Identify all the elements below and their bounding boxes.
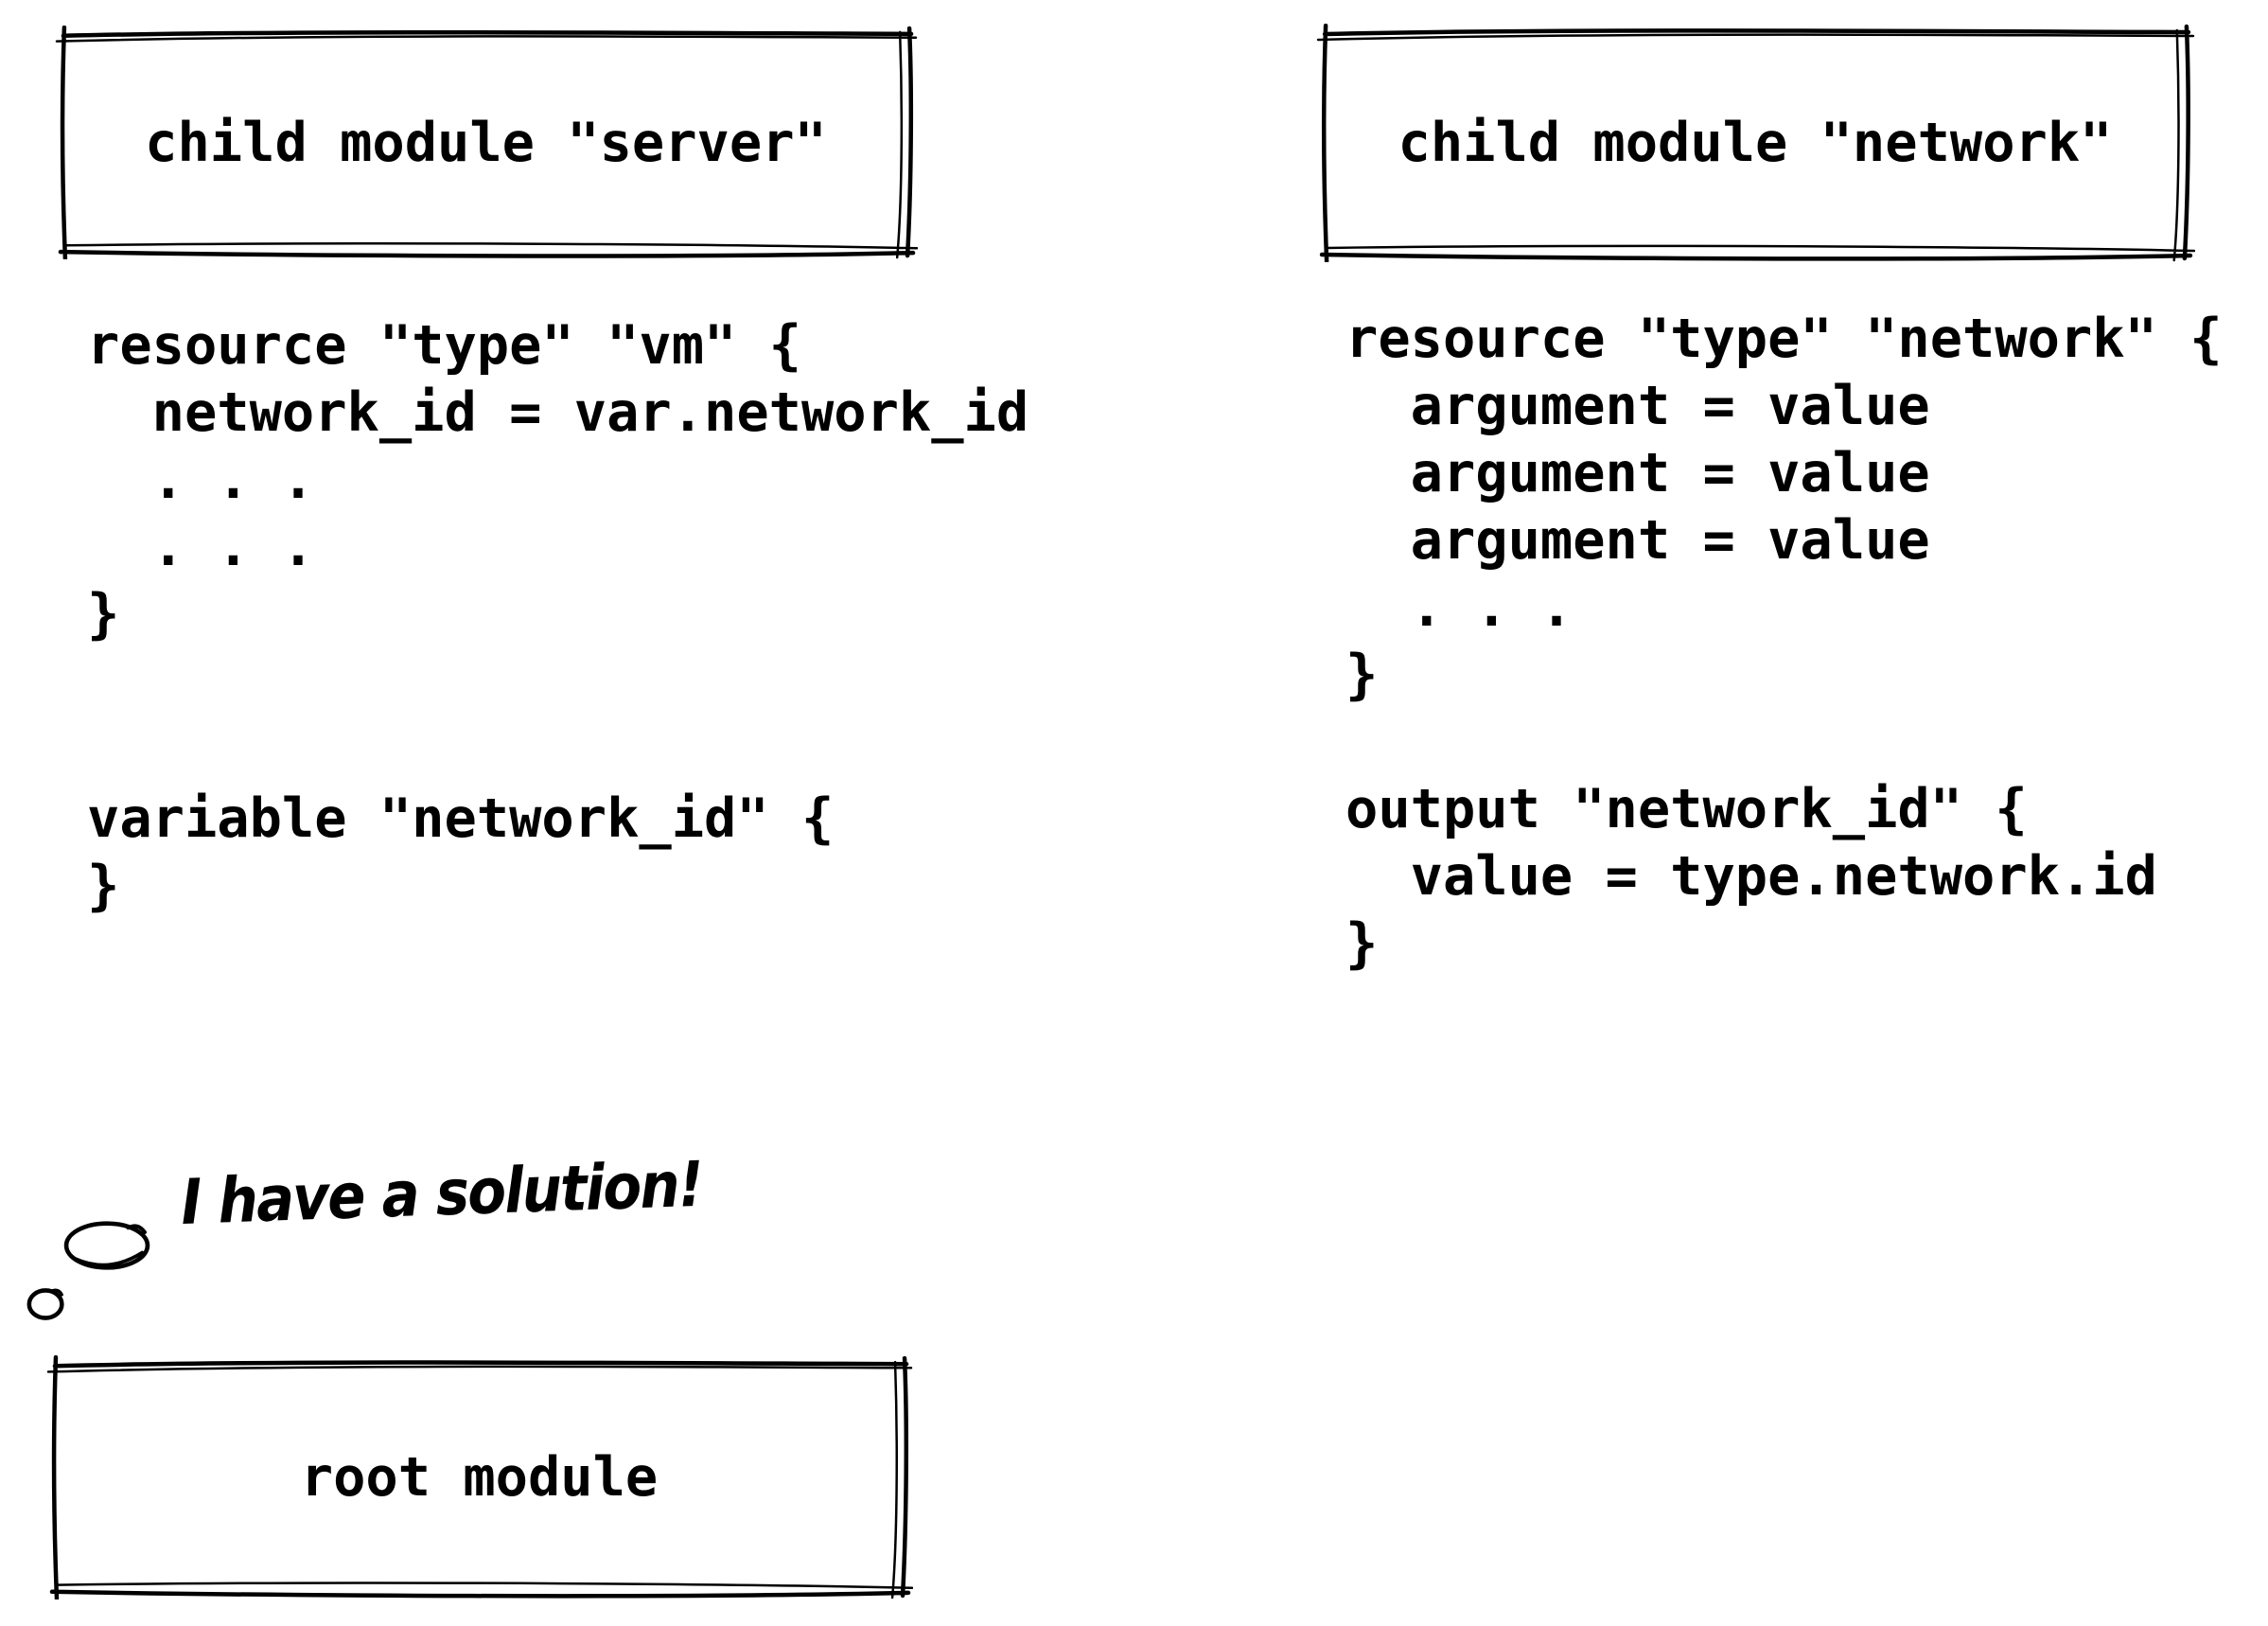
server-resource-code: resource "type" "vm" { network_id = var.… <box>87 314 1029 645</box>
thought-bubble-large-icon <box>63 1221 150 1270</box>
server-module-title: child module "server" <box>145 111 827 174</box>
network-module-title: child module "network" <box>1398 112 2113 174</box>
thought-bubble-small-icon <box>26 1288 64 1320</box>
server-variable-code: variable "network_id" { } <box>87 787 835 917</box>
network-resource-code: resource "type" "network" { argument = v… <box>1345 308 2223 706</box>
network-module-box: child module "network" <box>1315 24 2195 262</box>
server-module-box: child module "server" <box>54 26 918 259</box>
thought-text: I have a solution! <box>180 1147 704 1239</box>
root-module-box: root module <box>45 1355 913 1599</box>
root-module-title: root module <box>300 1446 659 1509</box>
network-output-code: output "network_id" { value = type.netwo… <box>1345 778 2157 975</box>
